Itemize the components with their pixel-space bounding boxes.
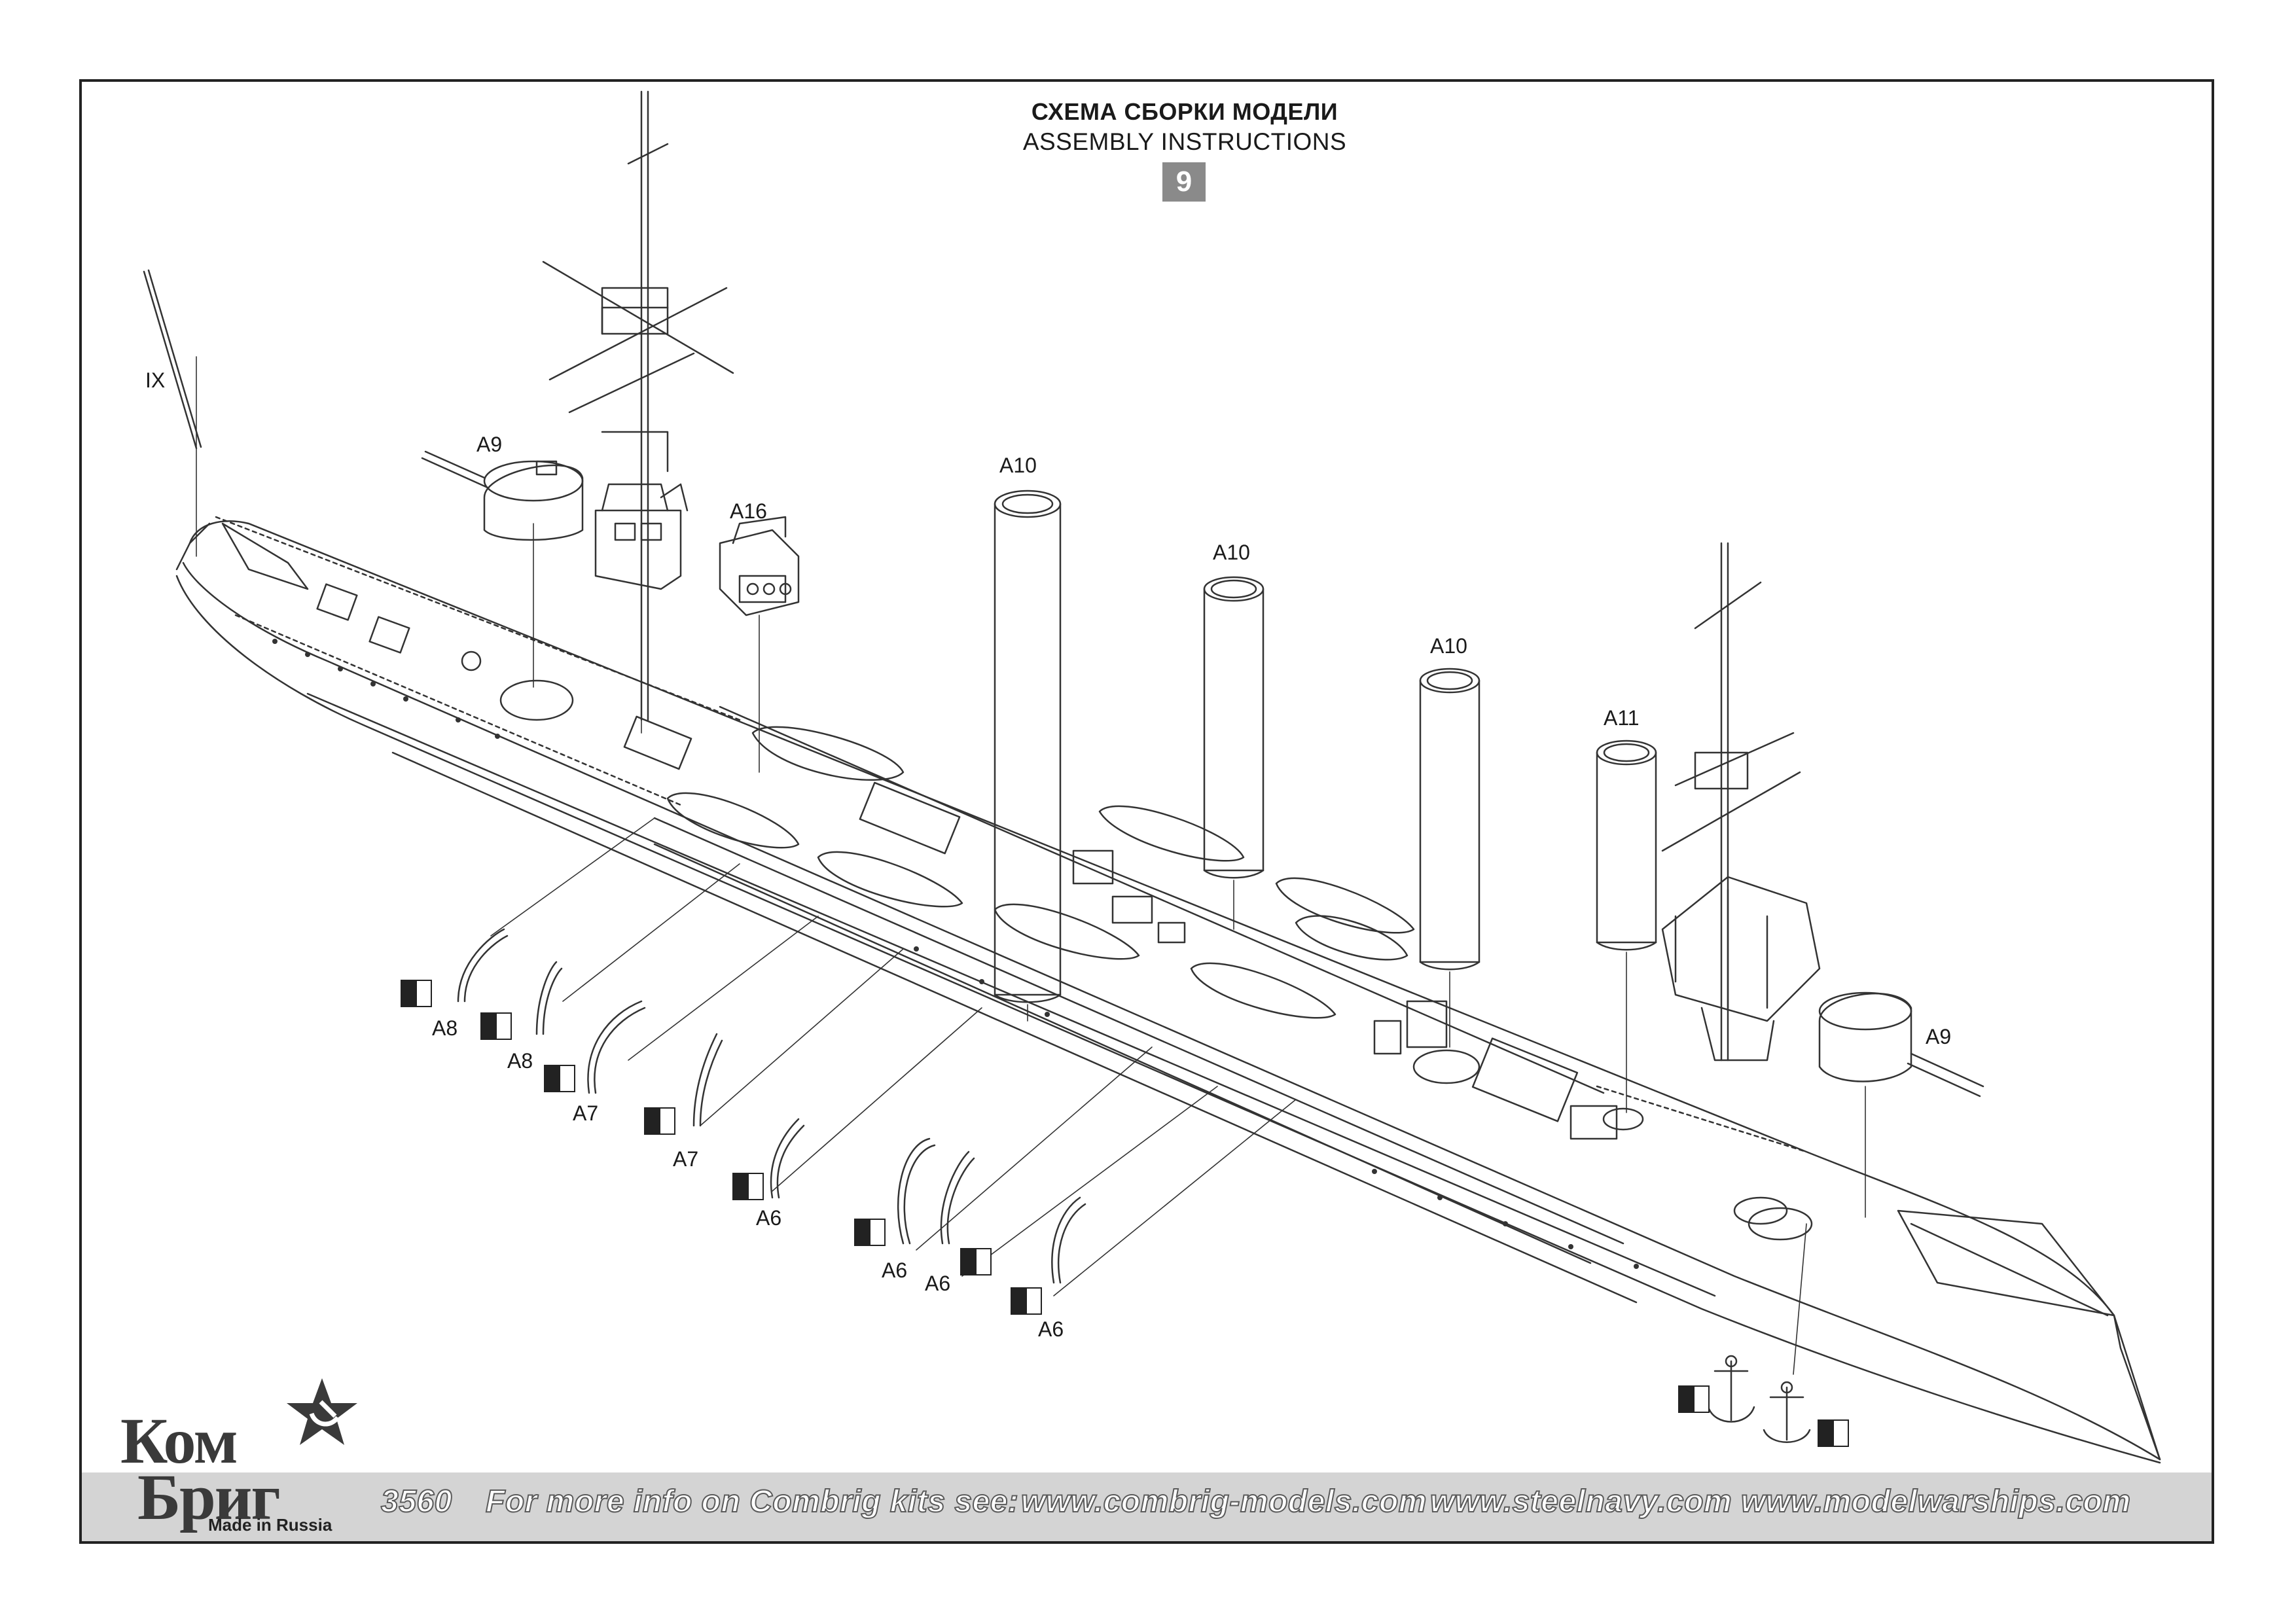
link-steelnavy[interactable]: www.steelnavy.com: [1429, 1484, 1732, 1520]
funnel-a11: [1596, 740, 1657, 951]
anchor-2: [1763, 1381, 1811, 1443]
label-a8-1: A8: [432, 1016, 457, 1040]
label-a6-4: A6: [1038, 1317, 1064, 1341]
pe-markers: [401, 980, 1849, 1447]
davit-a6-3: [940, 1150, 975, 1245]
bow-deck: [221, 522, 692, 770]
label-ix: IX: [145, 368, 165, 392]
kit-number: 3560: [380, 1484, 452, 1520]
link-combrig-models[interactable]: www.combrig-models.com: [1020, 1484, 1427, 1520]
anchor-1: [1707, 1355, 1755, 1423]
pe-icon: [480, 1012, 512, 1040]
label-a16: A16: [730, 499, 767, 523]
fore-mast: [542, 90, 734, 721]
logo-tagline: Made in Russia: [208, 1515, 332, 1535]
footer-band: [82, 1472, 2212, 1541]
pe-icon: [960, 1248, 992, 1275]
label-a7-1: A7: [573, 1101, 598, 1125]
leader-lines: [196, 356, 1866, 1375]
aft-turret-a9: [1818, 991, 1984, 1097]
pe-icon: [644, 1107, 675, 1135]
label-a8-2: A8: [507, 1049, 533, 1073]
funnel-a10-1: [994, 490, 1062, 1003]
title-english: ASSEMBLY INSTRUCTIONS: [1022, 128, 1347, 155]
funnel-a10-2: [1203, 576, 1265, 879]
funnel-a10-3: [1419, 668, 1480, 971]
deck-equipment: [859, 781, 2115, 1317]
label-a6-2: A6: [882, 1258, 907, 1282]
logo-text-kom: Ком: [120, 1404, 238, 1477]
davit-a7-2: [692, 1033, 723, 1127]
boats: [666, 726, 1415, 1019]
label-a6-3: A6: [925, 1272, 950, 1295]
main-mast: [1661, 542, 1801, 1061]
pe-icon: [1818, 1419, 1849, 1447]
forward-turret-a9: [421, 450, 584, 541]
step-number-badge: 9: [1162, 162, 1206, 202]
label-a9-aft: A9: [1926, 1025, 1951, 1048]
link-modelwarships[interactable]: www.modelwarships.com: [1740, 1484, 2131, 1520]
davit-a6-1: [770, 1118, 805, 1199]
label-a9-forward: A9: [476, 433, 502, 456]
davit-a8-2: [535, 961, 563, 1035]
davit-a6-2: [897, 1137, 936, 1245]
deckhouse-a16: [719, 516, 800, 616]
aft-superstructure: [1661, 876, 1821, 1061]
label-a10-1: A10: [999, 454, 1037, 477]
label-a11: A11: [1604, 706, 1640, 730]
label-a7-2: A7: [673, 1147, 698, 1171]
davit-a6-4: [1051, 1196, 1086, 1284]
pe-icon: [1678, 1385, 1710, 1413]
pe-icon: [854, 1219, 886, 1246]
label-a10-2: A10: [1213, 541, 1250, 564]
page-frame: [79, 79, 2214, 1544]
fore-bridge: [594, 483, 689, 590]
title-russian: СХЕМА СБОРКИ МОДЕЛИ: [1031, 98, 1338, 125]
pe-icon: [1011, 1287, 1042, 1315]
star-icon: [287, 1378, 357, 1445]
label-a6-1: A6: [756, 1206, 781, 1230]
footer-info-text: For more info on Combrig kits see:: [485, 1484, 1019, 1520]
pe-icon: [732, 1173, 764, 1200]
logo-text-brig: Бриг: [137, 1461, 281, 1533]
davit-a8-1: [457, 928, 509, 1003]
davit-a7-1: [587, 1000, 646, 1094]
pe-icon: [544, 1065, 575, 1092]
pe-icon: [401, 980, 432, 1007]
label-a10-3: A10: [1430, 634, 1467, 658]
hull: [175, 516, 2161, 1464]
flagstaff-ix: [143, 269, 202, 450]
combrig-logo: Ком Бриг Made in Russia: [111, 1374, 360, 1538]
